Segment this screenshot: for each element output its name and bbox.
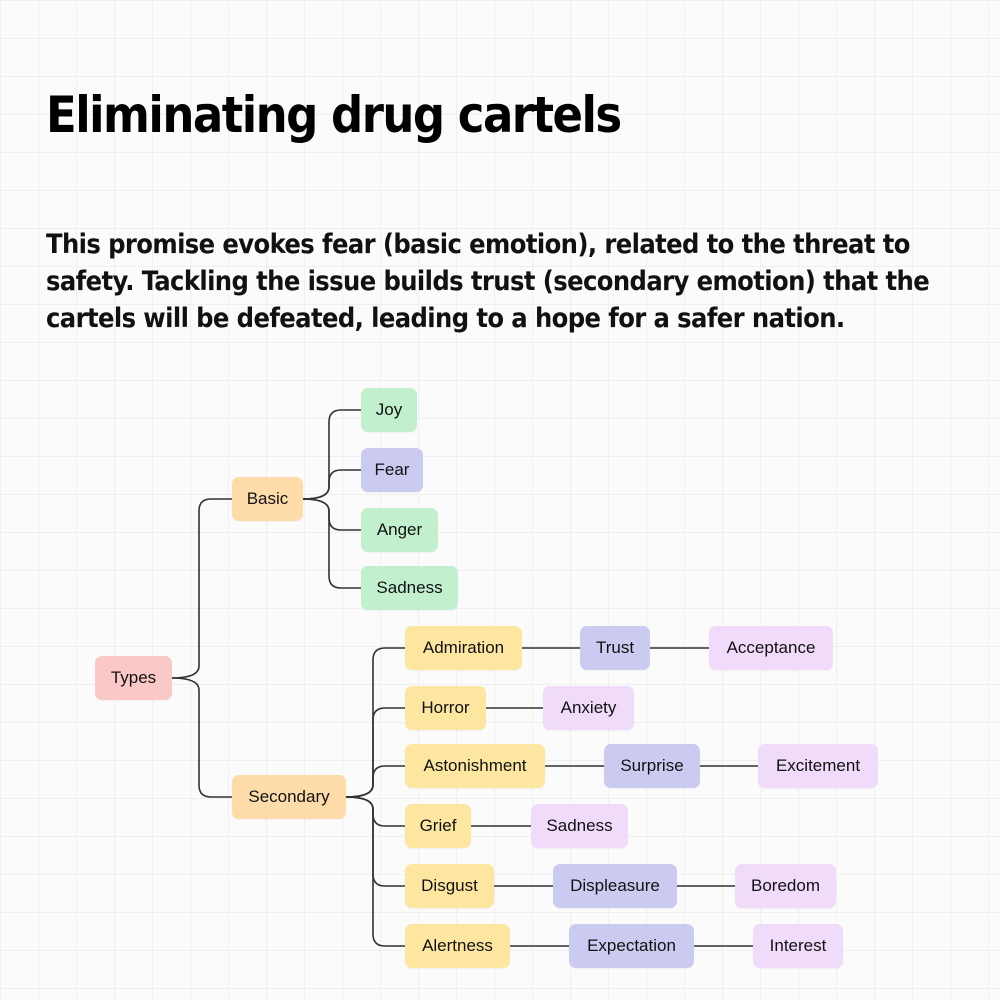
node-secondary-anxiety: Anxiety: [543, 686, 634, 730]
node-basic-anger: Anger: [361, 508, 438, 552]
connector-basic: [302, 409, 361, 500]
node-basic-joy: Joy: [361, 388, 417, 432]
node-secondary-acceptance: Acceptance: [709, 626, 833, 670]
connector-secondary: [345, 707, 405, 798]
connector-basic: [302, 469, 361, 500]
node-secondary-expectation: Expectation: [569, 924, 694, 968]
node-secondary-grief: Grief: [405, 804, 471, 848]
connector-secondary: [345, 796, 405, 947]
node-secondary-horror: Horror: [405, 686, 486, 730]
node-secondary-excitement: Excitement: [758, 744, 878, 788]
description-text: This promise evokes fear (basic emotion)…: [46, 229, 930, 334]
node-secondary-alertness: Alertness: [405, 924, 510, 968]
connector-types: [171, 677, 232, 798]
node-secondary: Secondary: [232, 775, 346, 819]
page-title: Eliminating drug cartels: [46, 86, 622, 144]
node-secondary-displeasure: Displeasure: [553, 864, 677, 908]
connector-secondary: [345, 796, 405, 887]
node-secondary-sadness: Sadness: [531, 804, 628, 848]
node-basic-sadness: Sadness: [361, 566, 458, 610]
connector-basic: [302, 498, 361, 531]
node-secondary-surprise: Surprise: [604, 744, 700, 788]
node-secondary-disgust: Disgust: [405, 864, 494, 908]
node-secondary-interest: Interest: [753, 924, 843, 968]
node-secondary-admiration: Admiration: [405, 626, 522, 670]
connector-secondary: [345, 647, 405, 798]
node-secondary-boredom: Boredom: [735, 864, 836, 908]
node-types: Types: [95, 656, 172, 700]
connector-basic: [302, 498, 361, 589]
connector-types: [171, 498, 232, 679]
node-basic: Basic: [232, 477, 303, 521]
node-secondary-trust: Trust: [580, 626, 650, 670]
node-secondary-astonishment: Astonishment: [405, 744, 545, 788]
node-basic-fear: Fear: [361, 448, 423, 492]
connector-secondary: [345, 796, 405, 827]
connector-secondary: [345, 765, 405, 798]
